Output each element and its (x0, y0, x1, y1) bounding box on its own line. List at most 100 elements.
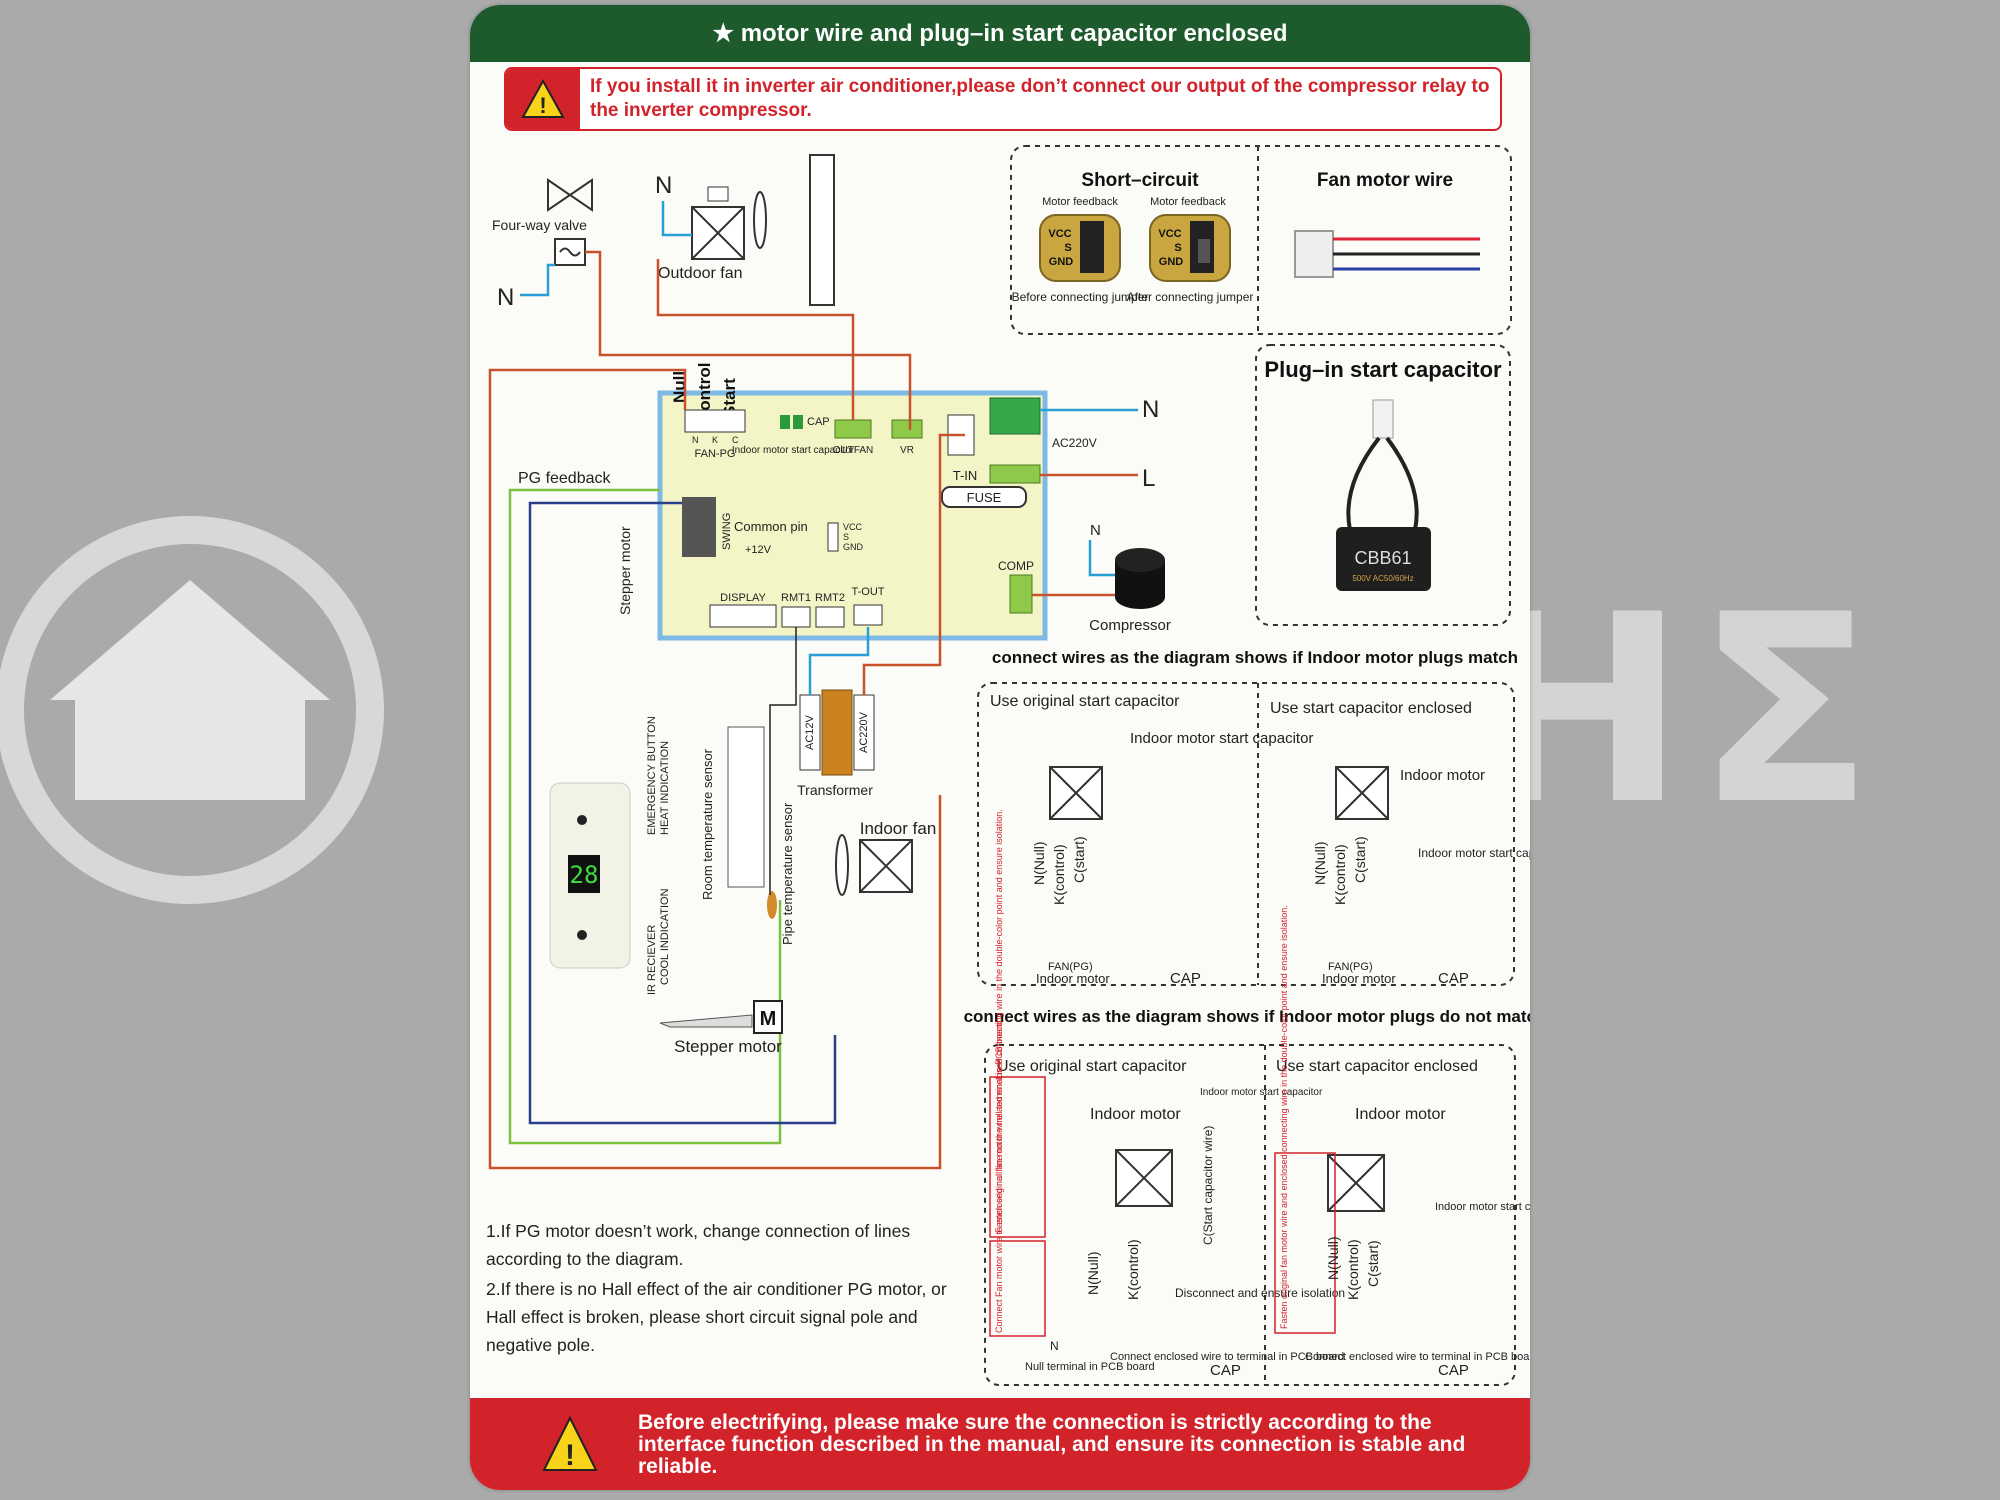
cap-label: CAP (1438, 970, 1469, 987)
red-note-2: Connect Fan motor wire to enclosed null … (994, 1018, 1004, 1333)
after-jumper-label: After connecting jumper (1127, 290, 1254, 304)
disconnect-label: Disconnect and ensure isolation (1175, 1286, 1345, 1300)
wire-n-label: N(Null) (1325, 1236, 1341, 1280)
watermark-ring (0, 516, 384, 904)
warning-triangle-icon: ! (506, 69, 580, 129)
ac12v-label: AC12V (804, 714, 816, 750)
cap-label: CAP (1210, 1362, 1241, 1379)
wiring-diagram: Short–circuit Motor feedback Motor feedb… (488, 145, 1530, 1386)
nomatch-panel (984, 1044, 1516, 1386)
vr-label: VR (900, 445, 914, 456)
pin-k: K (712, 435, 718, 445)
match-right-cap-label: Indoor motor start capacitor (1418, 846, 1530, 860)
page-title: ★ motor wire and plug–in start capacitor… (470, 5, 1530, 62)
fan-pg-connector (684, 409, 746, 433)
wire-n-label: N(Null) (1312, 841, 1328, 885)
nomatch-left-title: Use original start capacitor (997, 1058, 1187, 1075)
connector-after-jumper: VCC S GND (1149, 214, 1231, 282)
nomatch-right-title: Use start capacitor enclosed (1276, 1058, 1478, 1075)
wire-c-label: C(start) (1365, 1240, 1381, 1287)
note-1: 1.If PG motor doesn’t work, change conne… (486, 1221, 911, 1269)
compressor-label: Compressor (1089, 617, 1171, 634)
display-digits: 28 (570, 861, 599, 889)
pin-c: C (732, 435, 739, 445)
pipe-sensor-probe (767, 891, 777, 919)
stepper-motor-label: Stepper motor (674, 1037, 782, 1056)
stepper-motor-side-label: Stepper motor (617, 526, 633, 615)
match-panel (977, 682, 1515, 986)
ir-label: IR RECIEVER (646, 925, 658, 995)
wire-n-label: N(Null) (1085, 1251, 1101, 1295)
swing-connector (682, 497, 716, 557)
fan-motor-wire-title: Fan motor wire (1317, 170, 1453, 191)
pcb-control-label: Control (695, 363, 714, 423)
l-label: L (1142, 465, 1155, 492)
pin-gnd: GND (1049, 256, 1074, 268)
four-way-valve-label: Four-way valve (492, 217, 587, 233)
bottom-warning-text: Before electrifying, please make sure th… (638, 1411, 1466, 1478)
short-circuit-title: Short–circuit (1081, 170, 1199, 191)
svg-text:!: ! (539, 93, 546, 118)
ac220v-label: AC220V (858, 711, 870, 753)
match-left-title: Use original start capacitor (990, 693, 1180, 710)
pcb-gnd: GND (843, 542, 864, 552)
pin-vcc: VCC (1048, 228, 1071, 240)
outdoor-fan-label: Outdoor fan (658, 265, 743, 282)
ir-receiver (577, 930, 587, 940)
capacitor-rating: 500V AC50/60Hz (1352, 574, 1413, 583)
pin-gnd: GND (1159, 256, 1184, 268)
display-label: DISPLAY (720, 592, 766, 604)
pg-feedback-label: PG feedback (518, 470, 612, 487)
house-plug-logo (50, 580, 330, 800)
emergency-button[interactable] (577, 815, 587, 825)
svg-text:!: ! (565, 1439, 575, 1472)
pin-s: S (1174, 242, 1181, 254)
pcb-vcc: VCC (843, 522, 863, 532)
pin-vcc: VCC (1158, 228, 1181, 240)
pin-s: S (1064, 242, 1071, 254)
match-right-motor-icon (1335, 766, 1389, 820)
indoor-fan-label: Indoor fan (860, 819, 937, 838)
transformer-label: Transformer (797, 782, 873, 798)
nomatch-left-motor-label: Indoor motor (1090, 1106, 1181, 1123)
wiring-card: ★ motor wire and plug–in start capacitor… (470, 5, 1530, 1490)
rmt2-label: RMT2 (815, 592, 845, 604)
red-note-box (989, 1076, 1046, 1238)
nomatch-right-cap-label: Indoor motor start capacitor (1435, 1201, 1530, 1213)
pipe-sensor-label: Pipe temperature sensor (780, 802, 795, 945)
rmt1-label: RMT1 (781, 592, 811, 604)
comp-label: COMP (998, 559, 1034, 573)
compressor-icon (1115, 548, 1165, 609)
wire-k-label: K(control) (1345, 1239, 1361, 1300)
nomatch-right-motor-label: Indoor motor (1355, 1106, 1446, 1123)
match-right-title: Use start capacitor enclosed (1270, 700, 1472, 717)
room-sensor-label: Room temperature sensor (700, 748, 715, 900)
t-in-label: T-IN (953, 468, 978, 483)
indoor-motor-label: Indoor motor (1322, 971, 1396, 986)
cap-label: CAP (1438, 1362, 1469, 1379)
match-heading: connect wires as the diagram shows if In… (992, 648, 1518, 667)
short-circuit-panel (1010, 145, 1512, 335)
nomatch-heading: connect wires as the diagram shows if In… (964, 1007, 1530, 1026)
wire-k-label: K(control) (1332, 844, 1348, 905)
fan-pg-label: FAN-PG (695, 448, 736, 460)
motor-m-label: M (760, 1008, 777, 1030)
plus12v-label: +12V (745, 544, 772, 556)
fan-pg-label: FAN(PG) (1048, 961, 1093, 973)
room-sensor-icon (727, 726, 765, 888)
red-note-3: Fasten original fan motor wire and enclo… (1279, 905, 1289, 1329)
t-out-label: T-OUT (852, 586, 885, 598)
nomatch-right-motor-icon (1327, 1154, 1385, 1212)
plug-in-capacitor-panel (1255, 344, 1511, 626)
heat-label: HEAT INDICATION (659, 741, 671, 835)
wire-c-label: C(start) (1352, 836, 1368, 883)
connect-enclosed-label: Connect enclosed wire to terminal in PCB… (1110, 1351, 1344, 1363)
top-warning-text: If you install it in inverter air condit… (590, 76, 1490, 121)
pin-n: N (692, 435, 699, 445)
emergency-label: EMERGENCY BUTTON (646, 716, 658, 835)
cool-label: COOL INDICATION (659, 888, 671, 985)
indoor-fan-icon (835, 834, 913, 896)
nomatch-left-cap-label: Indoor motor start capacitor (1200, 1087, 1323, 1098)
note-2: 2.If there is no Hall effect of the air … (486, 1279, 947, 1355)
before-jumper-label: Before connecting jumper (1012, 290, 1149, 304)
